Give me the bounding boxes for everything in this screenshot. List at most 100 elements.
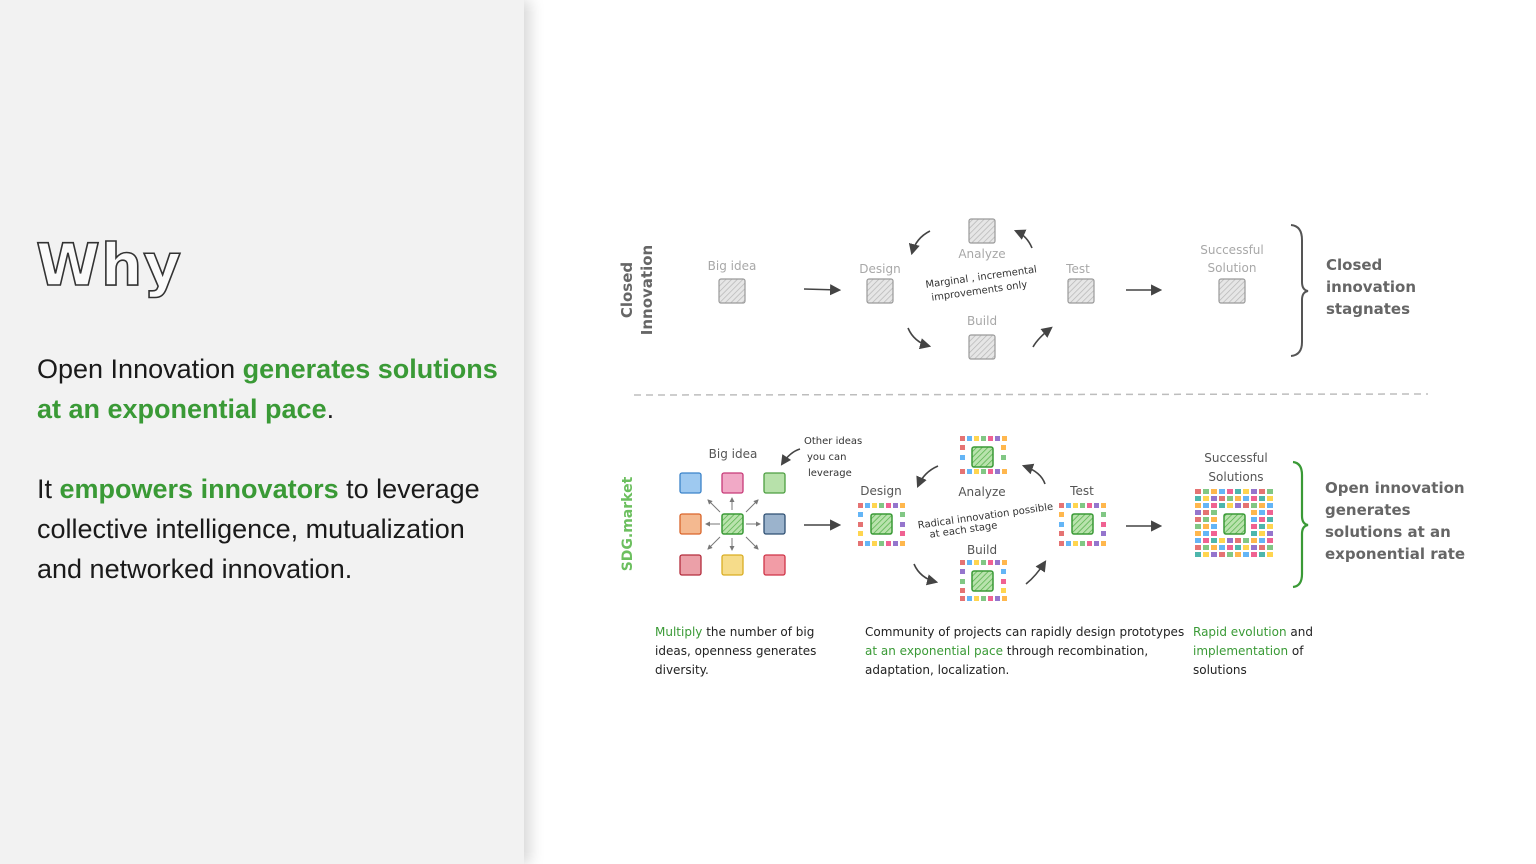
closed-side-label-1: Closed bbox=[618, 262, 636, 318]
caption-1-line-1-rest: the number of big bbox=[702, 625, 814, 639]
solution-mini-square bbox=[1267, 552, 1273, 557]
closed-test-square bbox=[1067, 278, 1095, 304]
empower-paragraph: It empowers innovators to leverage colle… bbox=[37, 469, 507, 589]
empower-text-b: to leverage collective intelligence, mut… bbox=[37, 474, 480, 584]
closed-design-label: Design bbox=[859, 262, 900, 276]
open-build-label: Build bbox=[967, 543, 997, 557]
test-mini-bottom bbox=[1059, 541, 1106, 546]
closed-side-label-2: Innovation bbox=[638, 245, 656, 335]
idea-square-orange bbox=[679, 513, 702, 535]
open-outcome-3: solutions at an bbox=[1325, 523, 1451, 541]
caption-3-line-2: implementation of bbox=[1193, 644, 1304, 658]
idea-radial-arrows bbox=[705, 497, 761, 551]
intro-highlight: generates solutions at an exponential pa… bbox=[37, 354, 498, 424]
analyze-mini-1 bbox=[960, 436, 1007, 441]
solution-mini-square bbox=[1251, 489, 1257, 494]
solution-mini-square bbox=[1235, 538, 1241, 543]
closed-row: Closed Innovation Big idea Design Analyz… bbox=[618, 218, 1416, 360]
closed-successful-square bbox=[1218, 278, 1246, 304]
solution-mini-square bbox=[1251, 545, 1257, 550]
solution-mini-square bbox=[1251, 552, 1257, 557]
solution-mini-square bbox=[1203, 552, 1209, 557]
solution-mini-square bbox=[1251, 503, 1257, 508]
innovation-diagram: Closed Innovation Big idea Design Analyz… bbox=[524, 0, 1536, 864]
solution-mini-square bbox=[1203, 538, 1209, 543]
open-arrow-build-test bbox=[1025, 560, 1047, 585]
solution-mini-square bbox=[1203, 517, 1209, 522]
design-mini-top bbox=[858, 503, 905, 508]
closed-brace bbox=[1290, 224, 1309, 357]
solution-mini-square bbox=[1219, 552, 1225, 557]
diagram-canvas: Closed Innovation Big idea Design Analyz… bbox=[618, 218, 1465, 677]
closed-build-square bbox=[968, 334, 996, 360]
caption-2-line-1: Community of projects can rapidly design… bbox=[865, 625, 1184, 639]
other-ideas-3: leverage bbox=[808, 468, 852, 479]
open-brace bbox=[1292, 460, 1309, 589]
solution-mini-square bbox=[1203, 496, 1209, 501]
other-ideas-1: Other ideas bbox=[804, 436, 862, 447]
caption-3-line-1-rest: and bbox=[1287, 625, 1313, 639]
closed-test-label: Test bbox=[1065, 262, 1090, 276]
solution-mini-square bbox=[1203, 489, 1209, 494]
solution-mini-square bbox=[1243, 552, 1249, 557]
solution-mini-square bbox=[1219, 545, 1225, 550]
solution-mini-square bbox=[1227, 545, 1233, 550]
solution-mini-square bbox=[1203, 524, 1209, 529]
open-outcome-1: Open innovation bbox=[1325, 479, 1465, 497]
caption-3-line-1: Rapid evolution and bbox=[1193, 625, 1313, 639]
solution-mini-square bbox=[1235, 545, 1241, 550]
solution-mini-square bbox=[1267, 545, 1273, 550]
build-mini-2 bbox=[960, 596, 1007, 601]
solution-mini-square bbox=[1195, 538, 1201, 543]
solution-mini-square bbox=[1259, 552, 1265, 557]
solution-mini-square bbox=[1211, 503, 1217, 508]
solution-mini-square bbox=[1211, 510, 1217, 515]
solution-mini-square bbox=[1211, 489, 1217, 494]
solution-mini-square bbox=[1195, 503, 1201, 508]
other-ideas-2: you can bbox=[807, 452, 847, 463]
closed-successful-2: Solution bbox=[1208, 261, 1257, 275]
solution-mini-square bbox=[1267, 538, 1273, 543]
solution-mini-square bbox=[1251, 531, 1257, 536]
open-row: SDG.market Big idea Other ideas you can … bbox=[620, 436, 1465, 601]
solution-mini-square bbox=[1259, 503, 1265, 508]
analyze-mini-2 bbox=[960, 469, 1007, 474]
solution-mini-square bbox=[1243, 503, 1249, 508]
solution-mini-square bbox=[1219, 496, 1225, 501]
solution-mini-square bbox=[1211, 496, 1217, 501]
closed-arrow-design-analyze bbox=[908, 230, 931, 256]
solution-mini-square bbox=[1219, 538, 1225, 543]
closed-analyze-label: Analyze bbox=[958, 247, 1005, 261]
closed-arrow-1 bbox=[803, 284, 842, 296]
idea-square-navy bbox=[763, 513, 786, 535]
solution-mini-square bbox=[1259, 538, 1265, 543]
slide-title: Why bbox=[35, 231, 183, 299]
solution-mini-square bbox=[1203, 510, 1209, 515]
solution-mini-square bbox=[1195, 524, 1201, 529]
solution-mini-square bbox=[1267, 531, 1273, 536]
solution-mini-square bbox=[1211, 552, 1217, 557]
solution-mini-square bbox=[1203, 531, 1209, 536]
row-divider bbox=[633, 393, 1429, 396]
caption-1-line-1: Multiply the number of big bbox=[655, 625, 814, 639]
solution-mini-square bbox=[1219, 503, 1225, 508]
solution-mini-square bbox=[1243, 538, 1249, 543]
closed-successful-1: Successful bbox=[1200, 243, 1263, 257]
build-mini-1 bbox=[960, 560, 1007, 565]
idea-square-center bbox=[721, 513, 744, 535]
solution-mini-square bbox=[1259, 517, 1265, 522]
solution-mini-square bbox=[1251, 496, 1257, 501]
solution-mini-square bbox=[1259, 496, 1265, 501]
caption-2-line-2-rest: through recombination, bbox=[1003, 644, 1148, 658]
idea-square-crimson bbox=[763, 554, 786, 576]
solution-mini-square bbox=[1251, 538, 1257, 543]
open-test-square bbox=[1071, 513, 1094, 535]
solution-mini-square bbox=[1211, 538, 1217, 543]
solution-mini-square bbox=[1195, 552, 1201, 557]
solution-mini-square bbox=[1243, 496, 1249, 501]
solution-mini-square bbox=[1211, 545, 1217, 550]
open-analyze-square bbox=[971, 446, 994, 468]
intro-paragraph: Open Innovation generates solutions at a… bbox=[37, 349, 507, 429]
solution-mini-square bbox=[1235, 552, 1241, 557]
solution-mini-square bbox=[1267, 510, 1273, 515]
